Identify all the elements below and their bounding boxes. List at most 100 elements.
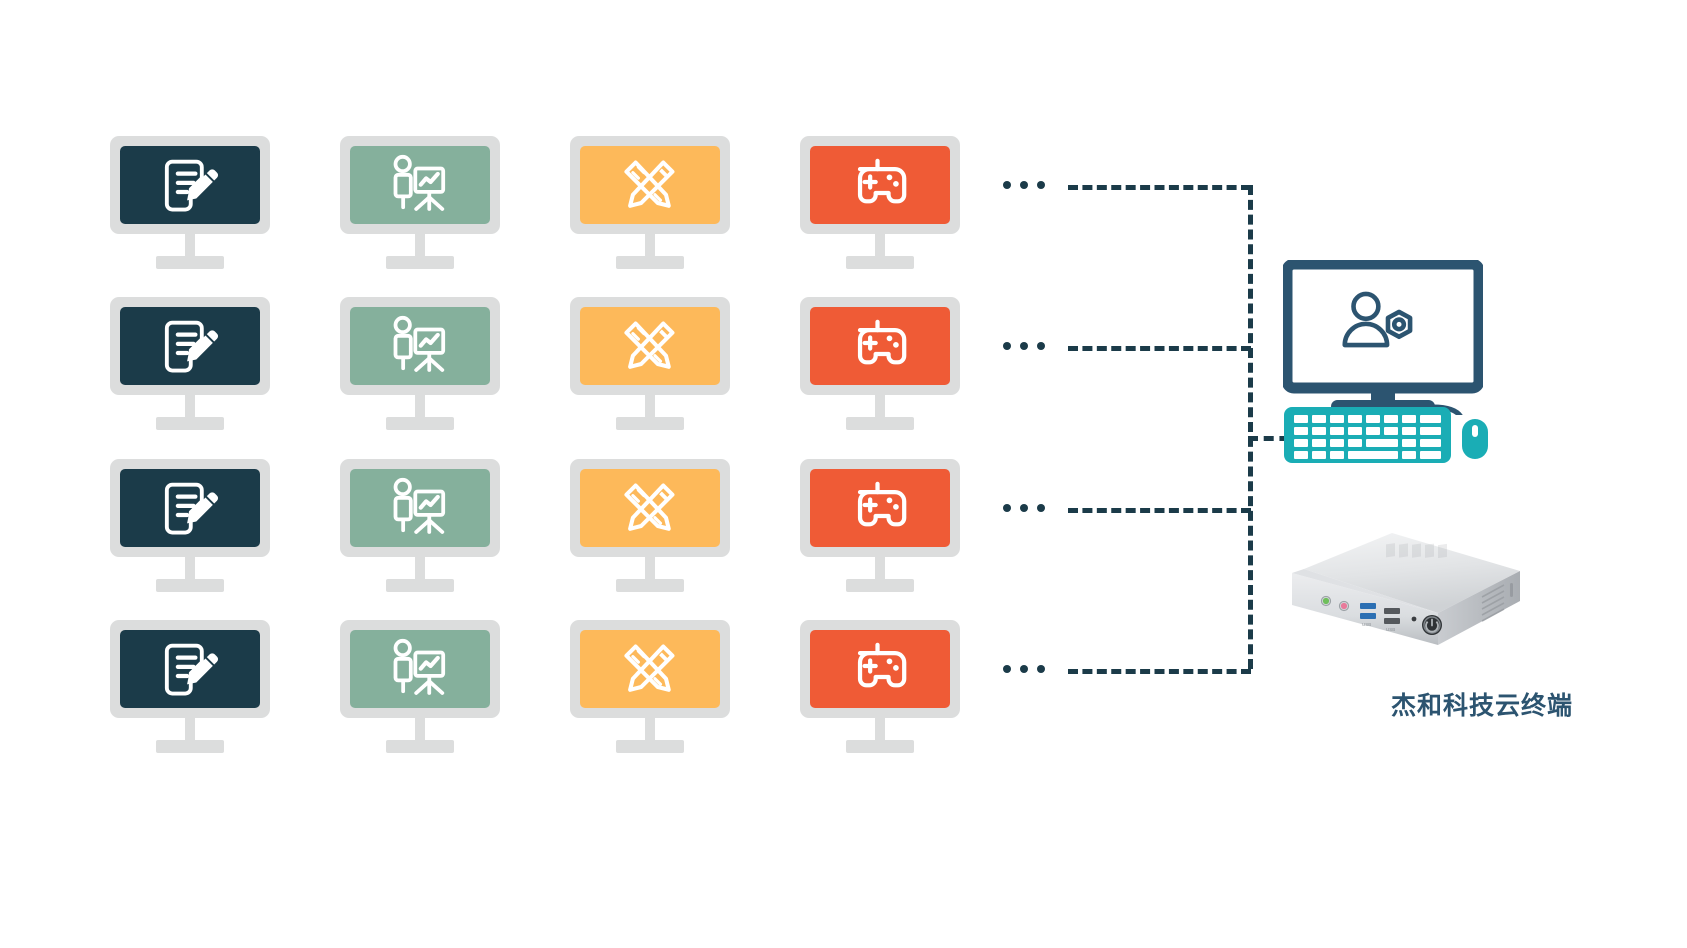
monitor-base <box>156 740 224 753</box>
monitor-bezel <box>340 136 500 234</box>
monitor-screen <box>120 469 260 547</box>
server-label: 杰和科技云终端 <box>1391 692 1574 720</box>
monitor-neck <box>185 234 195 258</box>
monitor-base <box>386 579 454 592</box>
monitor-neck <box>875 234 885 258</box>
monitor-screen <box>580 469 720 547</box>
client-terminal-gaming-row-1[interactable] <box>800 136 960 269</box>
ellipsis-row-4 <box>1003 665 1045 673</box>
monitor-screen <box>120 307 260 385</box>
monitor-base <box>846 740 914 753</box>
client-terminal-document-row-1[interactable] <box>110 136 270 269</box>
monitor-bezel <box>110 459 270 557</box>
monitor-base <box>846 256 914 269</box>
monitor-screen <box>580 630 720 708</box>
client-terminal-presentation-row-1[interactable] <box>340 136 500 269</box>
monitor-base <box>616 740 684 753</box>
monitor-screen <box>810 307 950 385</box>
monitor-screen <box>350 469 490 547</box>
monitor-neck <box>875 718 885 742</box>
monitor-screen <box>580 307 720 385</box>
connector-row-2 <box>1068 346 1251 351</box>
monitor-base <box>386 417 454 430</box>
monitor-base <box>156 256 224 269</box>
client-terminal-document-row-3[interactable] <box>110 459 270 592</box>
monitor-base <box>846 579 914 592</box>
client-terminal-design-row-4[interactable] <box>570 620 730 753</box>
connector-row-4 <box>1068 669 1251 674</box>
monitor-screen <box>350 146 490 224</box>
client-terminal-presentation-row-4[interactable] <box>340 620 500 753</box>
monitor-bezel <box>570 136 730 234</box>
client-terminal-gaming-row-2[interactable] <box>800 297 960 430</box>
ruler-pencil-icon <box>619 477 681 539</box>
presentation-chart-icon <box>389 154 451 216</box>
monitor-base <box>616 579 684 592</box>
document-edit-icon <box>159 477 221 539</box>
monitor-base <box>156 579 224 592</box>
presentation-chart-icon <box>389 477 451 539</box>
monitor-bezel <box>800 136 960 234</box>
client-terminal-design-row-1[interactable] <box>570 136 730 269</box>
gamepad-icon <box>849 315 911 377</box>
monitor-bezel <box>570 297 730 395</box>
connector-row-1 <box>1068 185 1251 190</box>
svg-text:USB: USB <box>1362 622 1371 627</box>
client-terminal-gaming-row-4[interactable] <box>800 620 960 753</box>
monitor-base <box>386 740 454 753</box>
monitor-neck <box>185 718 195 742</box>
presentation-chart-icon <box>389 315 451 377</box>
monitor-screen <box>810 630 950 708</box>
monitor-neck <box>415 557 425 581</box>
mini-pc: USB USB <box>1268 527 1528 672</box>
client-terminal-presentation-row-3[interactable] <box>340 459 500 592</box>
ellipsis-row-2 <box>1003 342 1045 350</box>
monitor-screen <box>350 307 490 385</box>
client-terminal-presentation-row-2[interactable] <box>340 297 500 430</box>
document-edit-icon <box>159 154 221 216</box>
monitor-bezel <box>570 459 730 557</box>
monitor-bezel <box>570 620 730 718</box>
monitor-base <box>846 417 914 430</box>
monitor-base <box>156 417 224 430</box>
client-terminal-design-row-3[interactable] <box>570 459 730 592</box>
mouse-icon <box>1462 419 1488 459</box>
monitor-bezel <box>110 136 270 234</box>
connector-vertical-bus <box>1248 185 1253 669</box>
ruler-pencil-icon <box>619 154 681 216</box>
monitor-base <box>616 417 684 430</box>
client-terminal-gaming-row-3[interactable] <box>800 459 960 592</box>
svg-text:USB: USB <box>1386 627 1395 632</box>
server-monitor <box>1281 258 1485 458</box>
monitor-bezel <box>340 297 500 395</box>
monitor-neck <box>415 395 425 419</box>
monitor-screen <box>580 146 720 224</box>
monitor-neck <box>185 395 195 419</box>
monitor-bezel <box>340 459 500 557</box>
monitor-neck <box>185 557 195 581</box>
gamepad-icon <box>849 154 911 216</box>
ruler-pencil-icon <box>619 315 681 377</box>
client-terminal-document-row-4[interactable] <box>110 620 270 753</box>
monitor-screen <box>810 469 950 547</box>
monitor-screen <box>350 630 490 708</box>
document-edit-icon <box>159 315 221 377</box>
client-terminal-document-row-2[interactable] <box>110 297 270 430</box>
monitor-base <box>386 256 454 269</box>
monitor-screen <box>120 146 260 224</box>
gamepad-icon <box>849 638 911 700</box>
client-terminal-design-row-2[interactable] <box>570 297 730 430</box>
presentation-chart-icon <box>389 638 451 700</box>
monitor-base <box>616 256 684 269</box>
monitor-screen <box>810 146 950 224</box>
monitor-bezel <box>340 620 500 718</box>
monitor-screen <box>120 630 260 708</box>
ellipsis-row-3 <box>1003 504 1045 512</box>
monitor-bezel <box>800 297 960 395</box>
monitor-bezel <box>110 620 270 718</box>
monitor-bezel <box>110 297 270 395</box>
document-edit-icon <box>159 638 221 700</box>
monitor-neck <box>415 234 425 258</box>
monitor-neck <box>645 395 655 419</box>
